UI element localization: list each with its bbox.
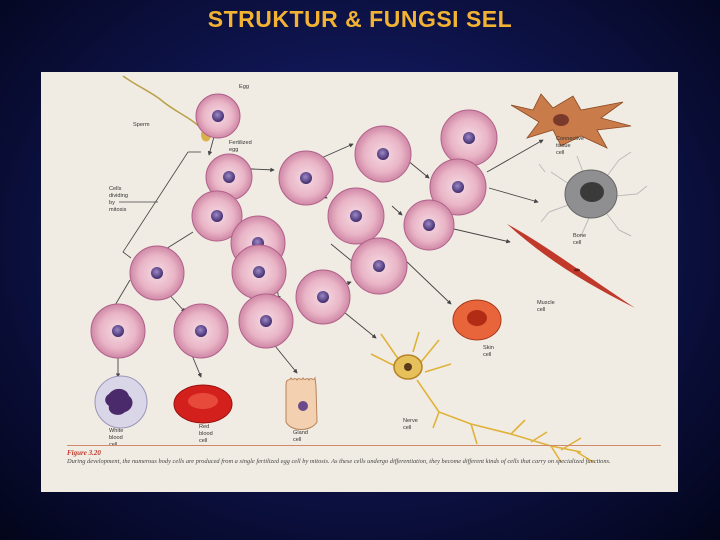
white-blood-cell [94,375,148,429]
label-connective-2: tissue [556,143,571,149]
cell [295,269,351,325]
label-wbc-2: blood [109,435,123,441]
label-fertilized-egg-2: egg [229,147,238,153]
cell-egg [195,93,241,139]
cell [173,303,229,359]
cell [191,190,243,242]
cell-fertilized-egg [205,153,253,201]
label-cells-dividing-1: Cells [109,186,122,192]
label-rbc-2: blood [199,431,213,437]
label-bone-1: Bone [573,233,586,239]
label-skin-1: Skin [483,345,494,351]
figure-panel: Egg Sperm Fertilized egg Cells dividing … [41,72,678,492]
cell [238,293,294,349]
cell [327,187,385,245]
label-egg: Egg [239,84,249,90]
label-cells-dividing-2: dividing [109,193,128,199]
labels: Egg Sperm Fertilized egg Cells dividing … [109,84,586,448]
label-rbc-3: cell [199,438,207,444]
slide-title: STRUKTUR & FUNGSI SEL [207,6,513,32]
gland-cell [285,376,318,430]
label-muscle-2: cell [537,307,545,313]
cell [90,303,146,359]
label-nerve-2: cell [403,425,411,431]
cell [403,199,455,251]
label-sperm: Sperm [133,122,150,128]
label-nerve-1: Nerve [403,418,418,424]
skin-cell [452,299,502,341]
cell [354,125,412,183]
figure-caption: Figure 3.20 During development, the nume… [67,449,667,466]
cell [429,158,487,216]
bone-cell [538,151,648,237]
label-connective-3: cell [556,150,564,156]
label-wbc-1: White [109,428,123,434]
label-cells-dividing-4: mitosis [109,207,127,213]
cell [231,244,287,300]
label-cells-dividing-3: by [109,200,115,206]
label-gland-2: cell [293,437,301,443]
label-muscle-1: Muscle [537,300,555,306]
label-gland-1: Gland [293,430,308,436]
cell [278,150,334,206]
cell [350,237,408,295]
connective-tissue-cell [510,93,632,149]
label-bone-2: cell [573,240,581,246]
muscle-cell [507,224,635,308]
cell [440,109,498,167]
caption-rule [67,445,661,446]
figure-number: Figure 3.20 [67,449,101,457]
bracket [119,151,201,259]
red-blood-cell [173,384,233,424]
cell [129,245,185,301]
label-rbc-1: Red [199,424,209,430]
label-fertilized-egg-1: Fertilized [229,140,252,146]
label-connective-1: Connective [556,136,584,142]
label-skin-2: cell [483,352,491,358]
nerve-cell [370,331,594,463]
cell-differentiation-diagram: Egg Sperm Fertilized egg Cells dividing … [90,75,648,463]
caption-text: During development, the numerous body ce… [67,457,611,465]
